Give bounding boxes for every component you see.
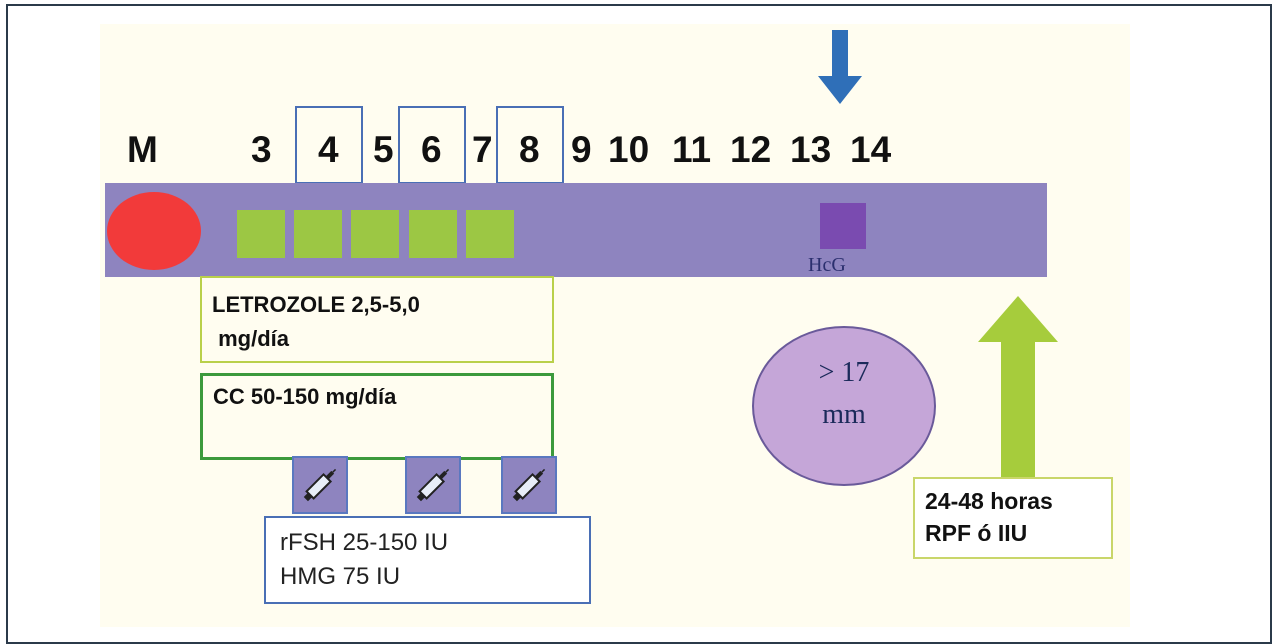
- day-label-11: 11: [672, 129, 712, 170]
- hcg-label: HcG: [808, 254, 846, 276]
- day-label-6: 6: [421, 129, 442, 170]
- follicle-size-unit: mm: [822, 399, 866, 430]
- hcg-square: [820, 203, 866, 249]
- day-label-12: 12: [730, 129, 772, 170]
- day-label-m: M: [127, 129, 158, 170]
- follicle-size-circle: > 17 mm: [752, 326, 936, 486]
- menses-circle: [107, 192, 201, 270]
- syringe-icon: [292, 456, 348, 514]
- follicle-size-value: > 17: [818, 357, 870, 388]
- day-label-13: 13: [790, 129, 832, 170]
- day-label-7: 7: [472, 129, 493, 170]
- day-label-9: 9: [571, 129, 592, 170]
- oral-day-square: [409, 210, 457, 258]
- letrozole-unit: mg/día: [212, 326, 290, 351]
- oral-day-square: [466, 210, 514, 258]
- insemination-up-arrow-icon: [978, 296, 1058, 480]
- clomiphene-box: CC 50-150 mg/día: [200, 373, 554, 460]
- oral-day-square: [237, 210, 285, 258]
- trigger-down-arrow-icon: [818, 30, 862, 104]
- day-label-10: 10: [608, 129, 650, 170]
- oral-day-square: [294, 210, 342, 258]
- clomiphene-dose: CC 50-150 mg/día: [213, 384, 397, 409]
- gonadotropin-box: rFSH 25-150 IU HMG 75 IU: [264, 516, 591, 604]
- day-label-5: 5: [373, 129, 394, 170]
- day-label-14: 14: [850, 129, 892, 170]
- timing-hours: 24-48 horas: [925, 488, 1053, 514]
- day-label-3: 3: [251, 129, 272, 170]
- letrozole-dose: LETROZOLE 2,5-5,0: [212, 292, 420, 317]
- day-label-4: 4: [318, 129, 339, 170]
- letrozole-box: LETROZOLE 2,5-5,0 mg/día: [200, 276, 554, 363]
- rfsh-dose: rFSH 25-150 IU: [280, 529, 449, 556]
- syringe-icon: [501, 456, 557, 514]
- day-label-8: 8: [519, 129, 540, 170]
- timing-box: 24-48 horas RPF ó IIU: [913, 477, 1113, 559]
- oral-day-square: [351, 210, 399, 258]
- syringe-icon: [405, 456, 461, 514]
- timing-procedure: RPF ó IIU: [925, 520, 1028, 546]
- hmg-dose: HMG 75 IU: [280, 563, 401, 590]
